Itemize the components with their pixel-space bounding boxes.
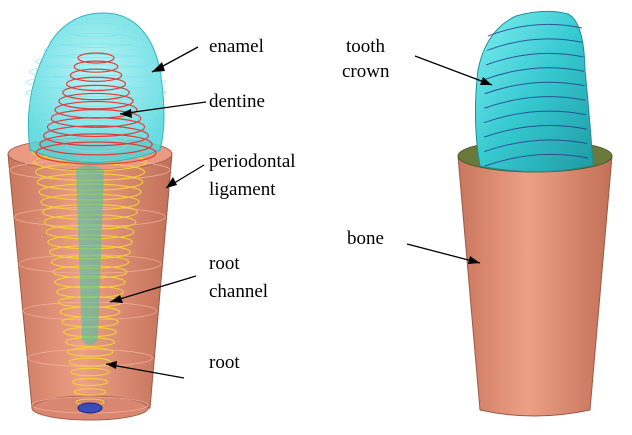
- label-root-channel-1: root: [209, 253, 240, 275]
- label-periodontal: periodontal: [209, 151, 296, 173]
- label-enamel: enamel: [209, 36, 264, 58]
- tooth-crown-solid: [475, 11, 593, 171]
- label-root: root: [209, 352, 240, 374]
- label-bone: bone: [347, 228, 384, 250]
- enamel-wireframe: [26, 13, 165, 162]
- label-tooth: tooth: [346, 36, 385, 58]
- label-crown: crown: [342, 61, 389, 83]
- right-bone: [458, 140, 612, 416]
- label-root-channel-2: channel: [209, 281, 268, 303]
- root-apex: [78, 403, 102, 413]
- label-ligament: ligament: [209, 179, 275, 201]
- label-dentine: dentine: [209, 91, 265, 113]
